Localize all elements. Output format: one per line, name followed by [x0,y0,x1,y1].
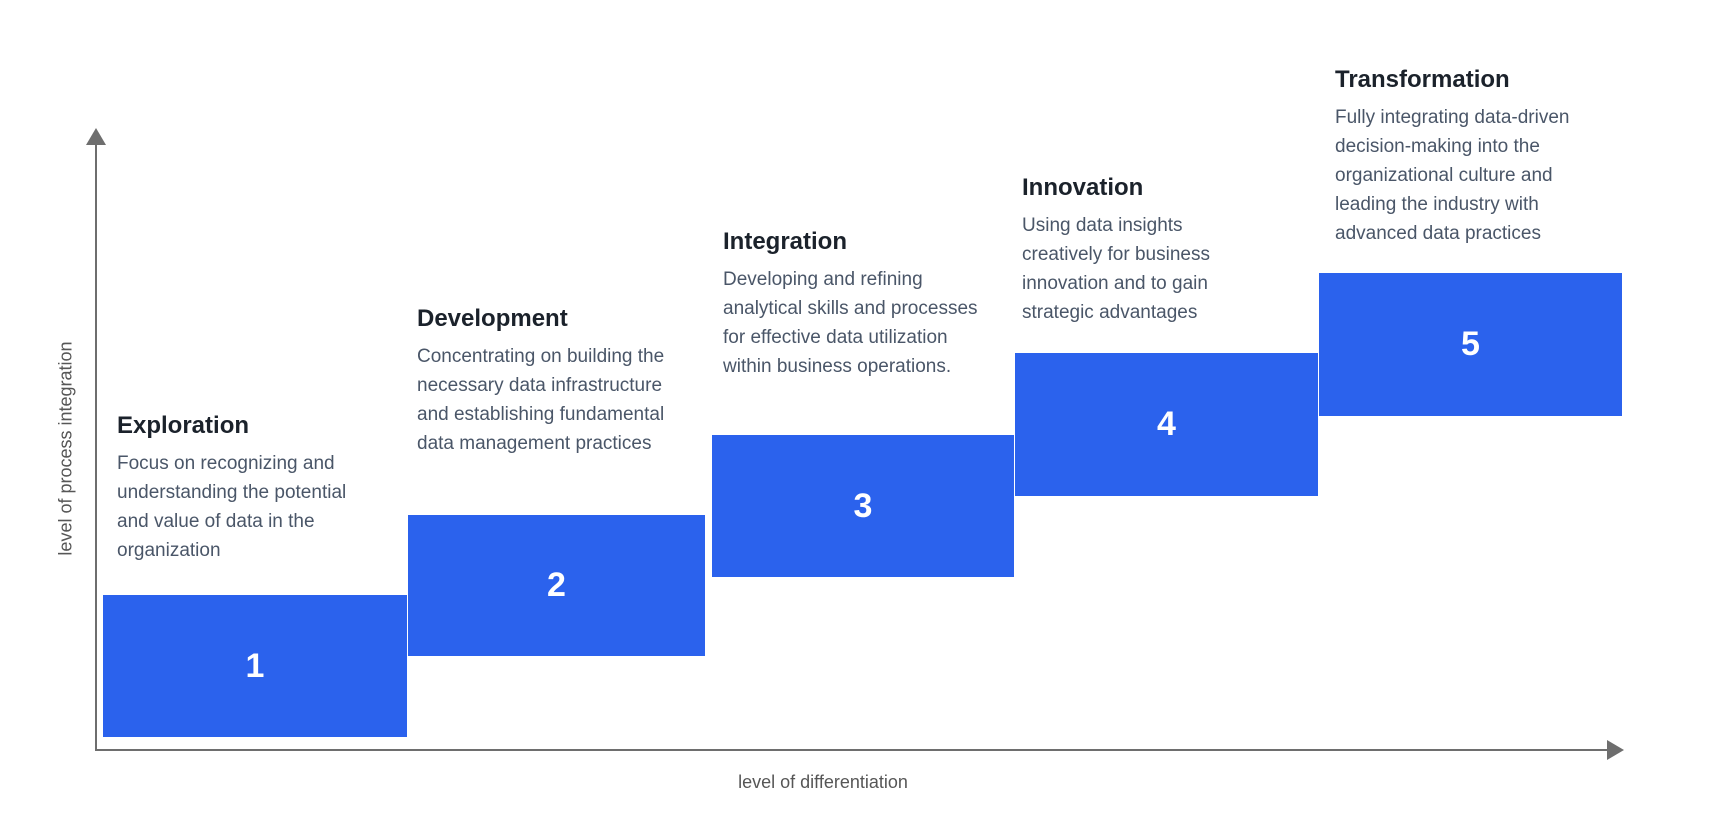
y-axis-arrow-icon [86,128,106,145]
stage-4-number: 4 [1157,405,1176,443]
stage-5-description: Fully integrating data-driven decision-m… [1335,106,1570,244]
stage-3-number: 3 [853,486,873,525]
stage-3-box: 3 [712,435,1014,577]
stage-2-box: 2 [408,515,705,656]
stage-5-text: Transformation Fully integrating data-dr… [1335,66,1603,248]
stage-2-title: Development [417,305,568,332]
stage-1-box: 1 [103,595,407,737]
stage-1-description: Focus on recognizing and understanding t… [117,452,347,561]
stage-3-title: Integration [723,228,847,255]
x-axis-label: level of differentiation [738,772,908,792]
stage-4-box: 4 [1015,353,1318,496]
stage-1-number: 1 [245,646,265,685]
stage-1-text: Exploration Focus on recognizing and und… [117,412,373,565]
y-axis-line [95,142,97,751]
stage-2-text: Development Concentrating on building th… [417,305,671,458]
stage-4-title: Innovation [1022,174,1144,201]
stage-5-number: 5 [1461,325,1480,363]
x-axis-line [95,749,1611,751]
stage-1-title: Exploration [117,412,250,439]
stage-3-description: Developing and refining analytical skill… [723,268,978,377]
stage-5-title: Transformation [1335,66,1510,93]
stage-4-description: Using data insights creatively for busin… [1022,214,1210,323]
stage-5-box: 5 [1319,273,1622,416]
y-axis-label: level of process integration [55,341,76,556]
stage-2-description: Concentrating on building the necessary … [417,345,665,454]
x-axis-arrow-icon [1607,740,1624,760]
stage-4-text: Innovation Using data insights creativel… [1022,174,1244,327]
stage-3-text: Integration Developing and refining anal… [723,228,989,381]
stage-2-number: 2 [547,566,566,604]
